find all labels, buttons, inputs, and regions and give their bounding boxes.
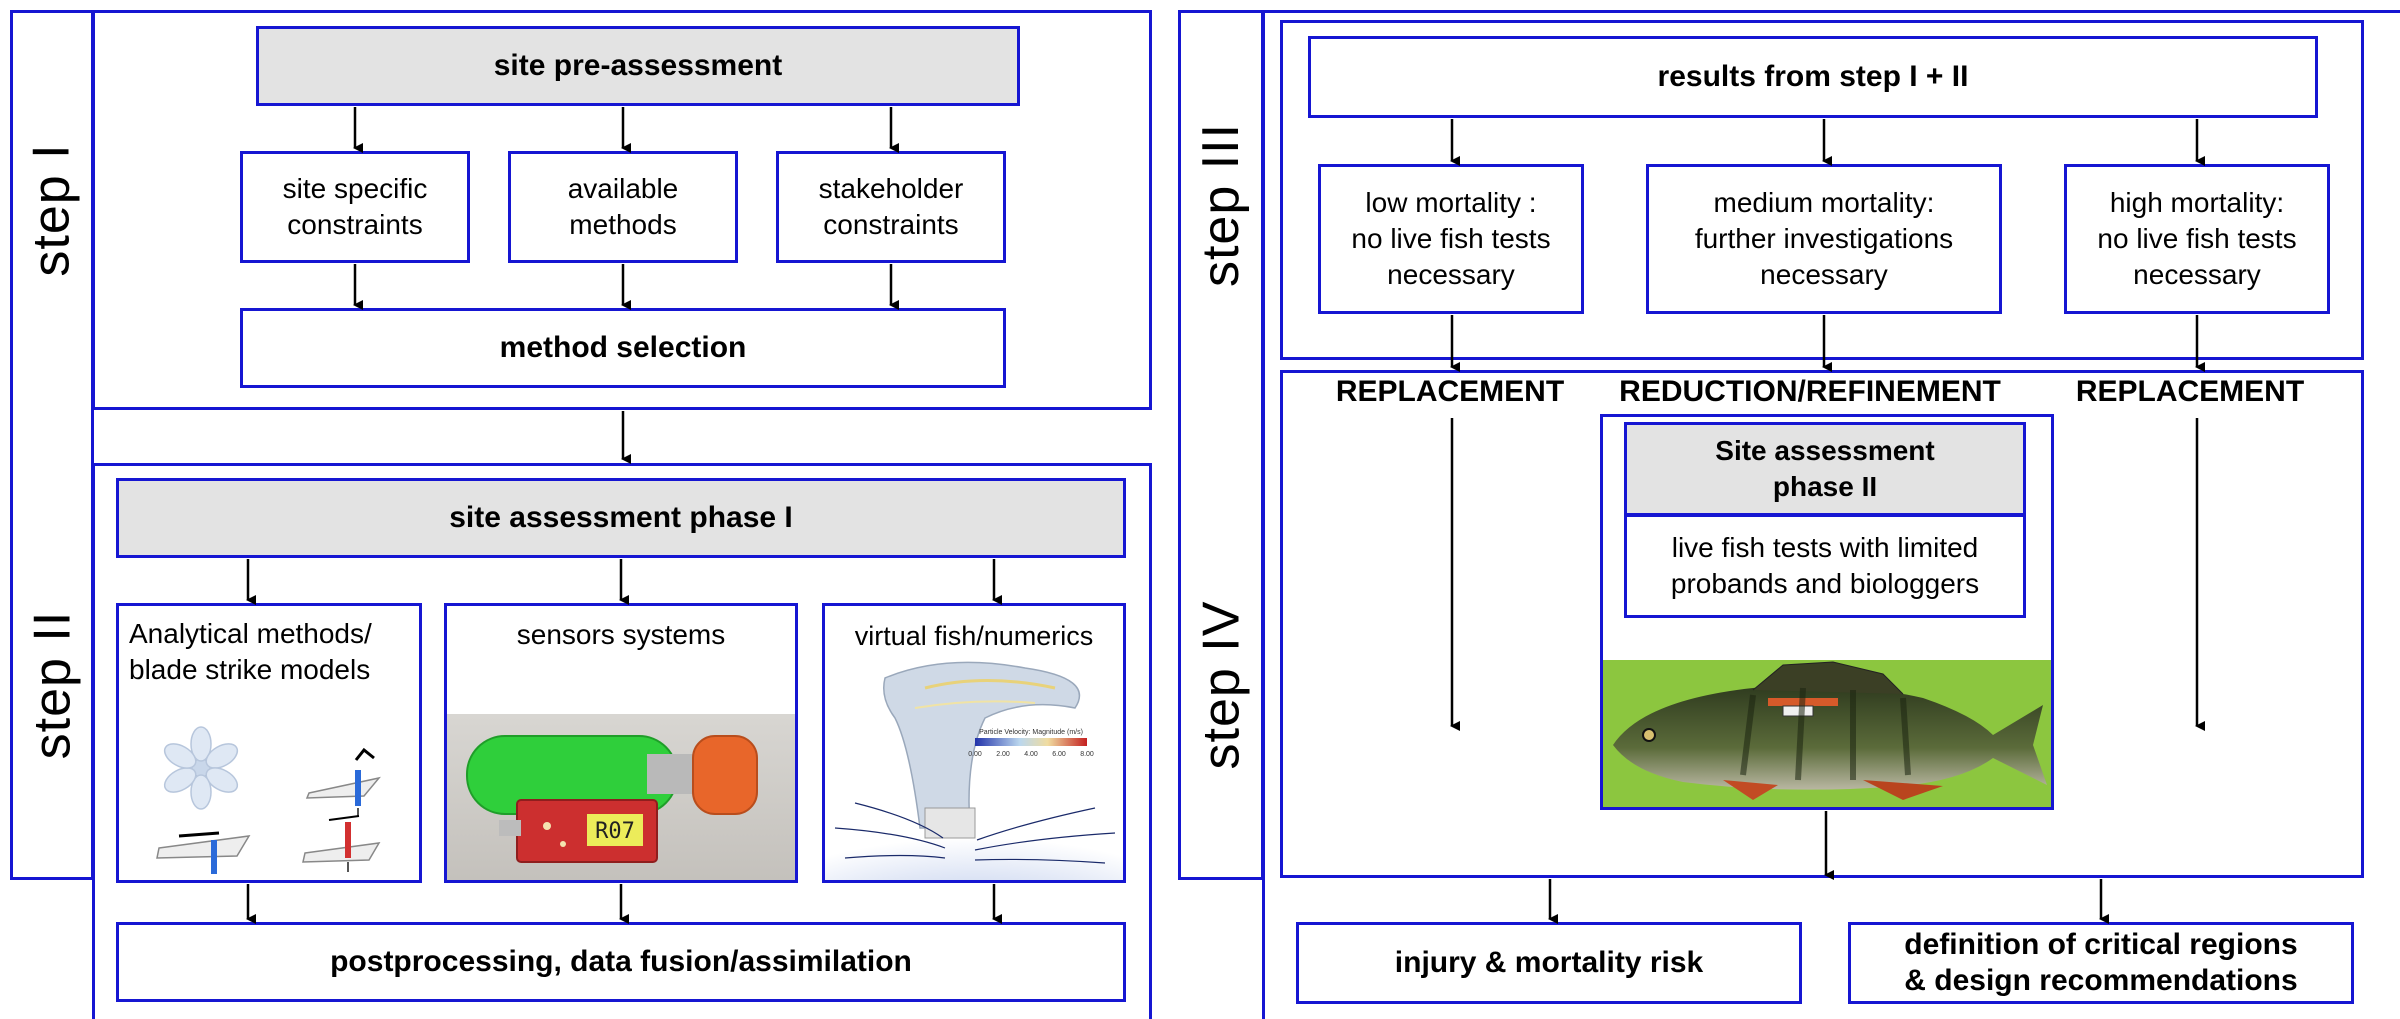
site-assessment-phase2-text: Site assessment phase II bbox=[1715, 435, 1935, 502]
sensor-systems-box: sensors systems R07 bbox=[444, 603, 798, 883]
results-box: results from step I + II bbox=[1308, 36, 2318, 118]
available-methods-box: available methods bbox=[508, 151, 738, 263]
medium-mortality-text: medium mortality: further investigations… bbox=[1694, 187, 1954, 290]
critical-regions-text: definition of critical regions & design … bbox=[1904, 928, 2298, 997]
virtual-fish-label: virtual fish/numerics bbox=[854, 621, 1094, 651]
site-assessment-phase2-box: Site assessment phase II bbox=[1624, 422, 2026, 516]
streamlines bbox=[834, 802, 1116, 864]
sensor-photo: R07 bbox=[447, 714, 795, 880]
colorbar-tick-3: 6.00 bbox=[1052, 751, 1066, 758]
virtual-fish-box: virtual fish/numerics bbox=[822, 603, 1126, 883]
analytical-methods-box: Analytical methods/ blade strike models bbox=[116, 603, 422, 883]
medium-mortality-box: medium mortality: further investigations… bbox=[1646, 164, 2002, 314]
injury-risk-box: injury & mortality risk bbox=[1296, 922, 1802, 1004]
stakeholder-constraints-text: stakeholder constraints bbox=[818, 173, 964, 240]
high-mortality-text: high mortality: no live fish tests neces… bbox=[2097, 187, 2297, 290]
replacement-right-label: REPLACEMENT bbox=[2075, 375, 2305, 408]
low-mortality-text: low mortality : no live fish tests neces… bbox=[1351, 187, 1551, 290]
replacement-left-label: REPLACEMENT bbox=[1335, 375, 1565, 408]
low-mortality-box: low mortality : no live fish tests neces… bbox=[1318, 164, 1584, 314]
sensor-device-illustration: R07 bbox=[466, 735, 758, 863]
available-methods-text: available methods bbox=[567, 173, 679, 240]
colorbar bbox=[975, 738, 1087, 746]
step1-label-frame bbox=[10, 10, 94, 880]
colorbar-tick-2: 4.00 bbox=[1024, 751, 1038, 758]
colorbar-ticks: 0.00 2.00 4.00 6.00 8.00 bbox=[968, 751, 1094, 758]
fish-photo bbox=[1603, 660, 2051, 807]
sensor-tag-text: R07 bbox=[595, 819, 635, 844]
colorbar-tick-4: 8.00 bbox=[1080, 751, 1094, 758]
site-specific-constraints-text: site specific constraints bbox=[282, 173, 428, 240]
method-selection-box: method selection bbox=[240, 308, 1006, 388]
live-fish-tests-text: live fish tests with limited probands an… bbox=[1670, 532, 1980, 599]
cfd-illustration: Particle Velocity: Magnitude (m/s) 0.00 … bbox=[825, 661, 1123, 880]
propeller-icon bbox=[163, 726, 239, 810]
colorbar-tick-1: 2.00 bbox=[996, 751, 1010, 758]
live-fish-tests-box: live fish tests with limited probands an… bbox=[1624, 514, 2026, 618]
reduction-refinement-label: REDUCTION/REFINEMENT bbox=[1619, 375, 2001, 408]
colorbar-tick-0: 0.00 bbox=[968, 751, 982, 758]
stakeholder-constraints-box: stakeholder constraints bbox=[776, 151, 1006, 263]
sensor-systems-label: sensors systems bbox=[516, 619, 726, 650]
site-assessment-phase1-box: site assessment phase I bbox=[116, 478, 1126, 558]
perch-illustration bbox=[1613, 661, 2047, 800]
blade-model-1 bbox=[305, 747, 381, 816]
site-specific-constraints-box: site specific constraints bbox=[240, 151, 470, 263]
site-pre-assessment-box: site pre-assessment bbox=[256, 26, 1020, 106]
analytical-methods-label: Analytical methods/ blade strike models bbox=[129, 618, 372, 685]
critical-regions-box: definition of critical regions & design … bbox=[1848, 922, 2354, 1004]
blade-strike-illustration bbox=[156, 726, 381, 874]
colorbar-title: Particle Velocity: Magnitude (m/s) bbox=[979, 729, 1083, 736]
blade-model-2 bbox=[156, 831, 251, 874]
postprocessing-box: postprocessing, data fusion/assimilation bbox=[116, 922, 1126, 1002]
blade-model-3 bbox=[302, 815, 381, 872]
right-label-frame bbox=[1178, 10, 1264, 880]
